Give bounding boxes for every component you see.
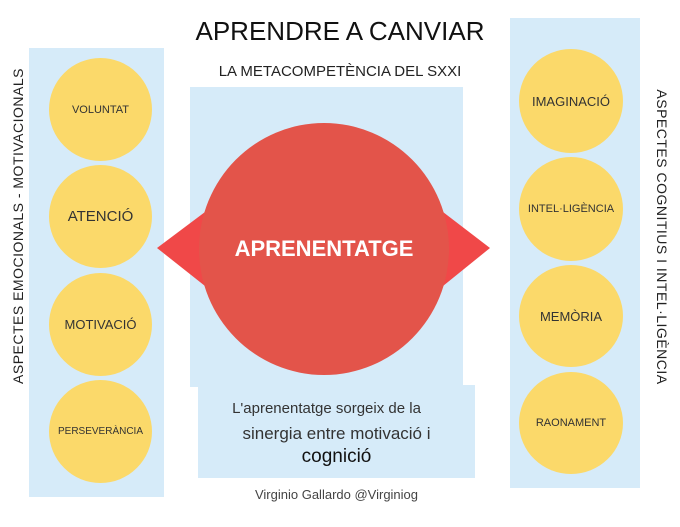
- right-arrow: [443, 212, 490, 286]
- core-label: APRENENTATGE: [234, 236, 414, 261]
- core-circle-aprenentatge: APRENENTATGE: [199, 123, 449, 375]
- left-circle-atencio: ATENCIÓ: [49, 165, 152, 268]
- circle-label: MOTIVACIÓ: [64, 317, 137, 332]
- message-line-2: sinergia entre motivació i: [242, 424, 431, 443]
- circle-label: VOLUNTAT: [71, 103, 130, 116]
- message-panel: [198, 385, 475, 478]
- diagram-subtitle: LA METACOMPETÈNCIA DEL SXXI: [218, 63, 462, 80]
- right-circle-imaginacio: IMAGINACIÓ: [519, 49, 623, 153]
- circle-label: ATENCIÓ: [67, 208, 134, 225]
- left-circle-perseverancia: PERSEVERÀNCIA: [49, 380, 152, 483]
- diagram-title: APRENDRE A CANVIAR: [195, 16, 485, 46]
- circle-label: INTEL·LIGÈNCIA: [527, 203, 615, 215]
- left-circle-voluntat: VOLUNTAT: [49, 58, 152, 161]
- left-arrow: [157, 212, 205, 286]
- credit: Virginio Gallardo @Virginiog: [254, 487, 419, 502]
- circle-label: RAONAMENT: [535, 417, 607, 429]
- right-axis-label: ASPECTES COGNITIUS I INTEL·LIGÈNCIA: [654, 89, 670, 385]
- left-axis-label: ASPECTES EMOCIONALS - MOTIVACIONALS: [10, 68, 26, 384]
- circle-label: MEMÒRIA: [539, 308, 603, 324]
- right-circle-raonament: RAONAMENT: [519, 372, 623, 474]
- message-line-1: L'aprenentatge sorgeix de la: [232, 400, 421, 417]
- circle-label: IMAGINACIÓ: [531, 93, 610, 109]
- right-circle-memoria: MEMÒRIA: [519, 265, 623, 367]
- circle-label: PERSEVERÀNCIA: [57, 426, 144, 437]
- right-circle-intelligencia: INTEL·LIGÈNCIA: [519, 157, 623, 261]
- left-circle-motivacio: MOTIVACIÓ: [49, 273, 152, 376]
- message-line-3: cognició: [301, 446, 372, 467]
